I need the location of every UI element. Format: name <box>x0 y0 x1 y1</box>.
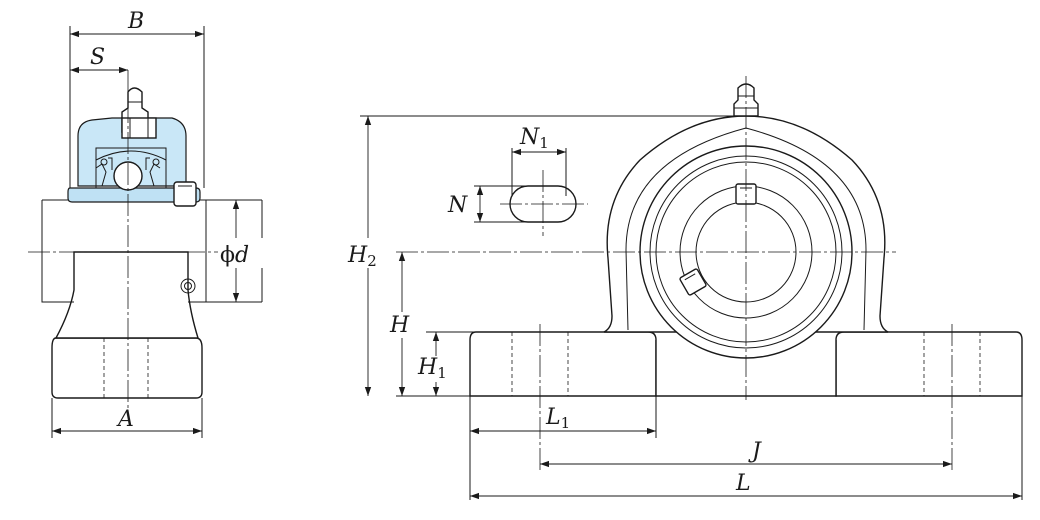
label-L1: L1 <box>545 405 570 432</box>
side-lock-nut <box>173 181 197 207</box>
front-left-foot <box>469 331 657 397</box>
front-right-foot <box>835 331 1023 397</box>
front-view: N1 N H2 H H1 L1 J L <box>344 76 1023 500</box>
label-N1: N1 <box>519 125 549 152</box>
side-housing-neck <box>54 251 199 339</box>
label-phi: ϕ <box>220 243 235 268</box>
label-H1: H1 <box>417 355 447 382</box>
label-H: H <box>389 313 410 338</box>
front-set-screw-angled <box>679 268 707 296</box>
label-S: S <box>90 45 105 70</box>
side-base-block <box>51 337 203 399</box>
label-d: d <box>235 243 249 268</box>
label-J: J <box>748 439 762 464</box>
side-view: B S ϕ d A <box>28 9 266 438</box>
label-A: A <box>116 407 134 432</box>
side-set-screw <box>180 278 196 294</box>
label-L: L <box>735 471 751 496</box>
label-N: N <box>447 193 468 218</box>
label-H2: H2 <box>347 243 377 270</box>
label-B: B <box>127 9 144 34</box>
